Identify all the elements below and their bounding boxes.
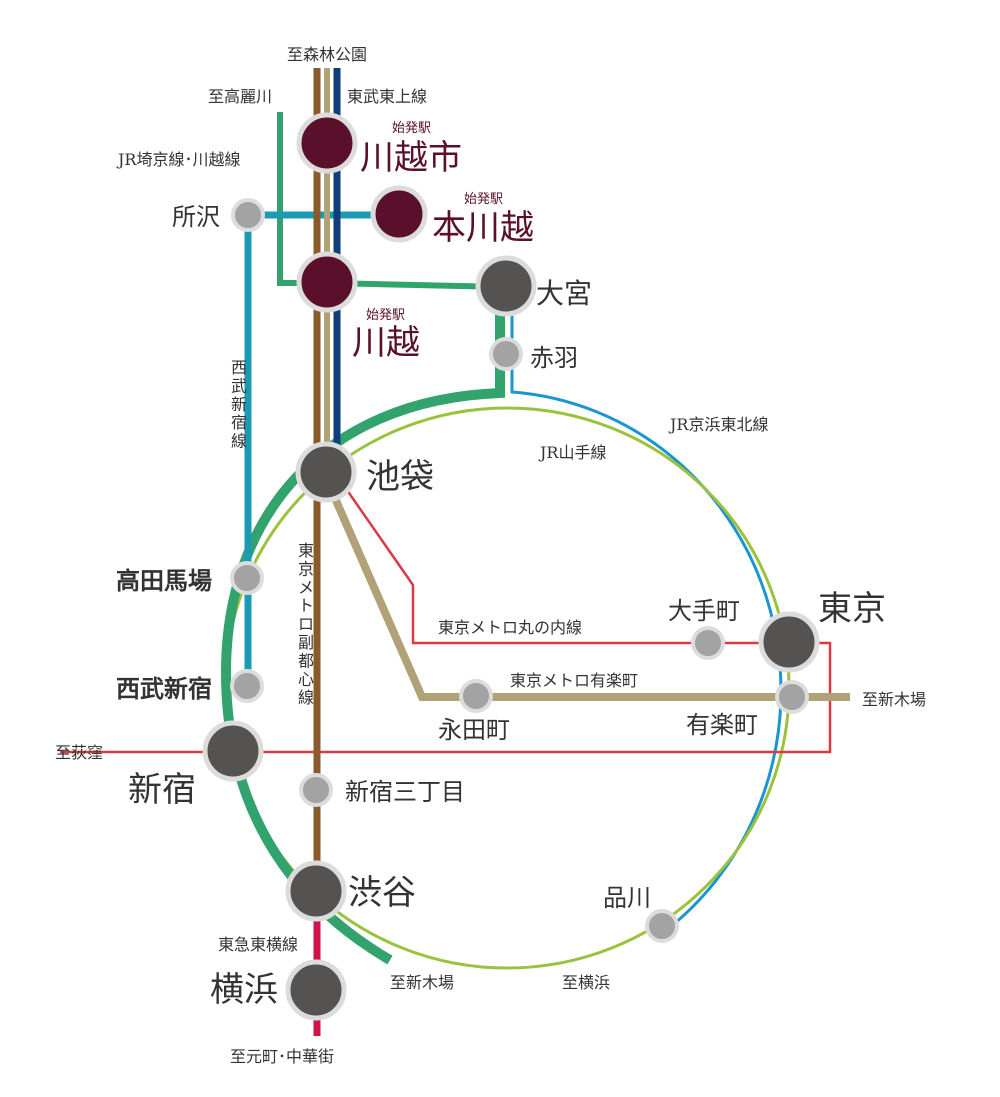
label-tokyo: 東京 <box>818 589 886 629</box>
label-tokorozawa: 所沢 <box>172 203 220 231</box>
line-label-toyoko: 東急東横線 <box>218 935 298 954</box>
dest-shinkiba-right: 至新木場 <box>862 690 926 709</box>
line-label-saikyo: JR埼京線･川越線 <box>116 150 240 169</box>
station-tokorozawa[interactable] <box>231 198 265 232</box>
station-yokohama[interactable] <box>285 959 347 1021</box>
dest-shinrin-koen: 至森林公園 <box>287 45 367 64</box>
line-label-tobu: 東武東上線 <box>347 87 427 106</box>
station-seibushinjuku[interactable] <box>230 669 264 703</box>
label-seibushinjuku: 西武新宿 <box>116 674 212 703</box>
station-kawagoe[interactable] <box>296 251 358 313</box>
dest-komagawa: 至高麗川 <box>208 87 272 106</box>
label-nagatacho: 永田町 <box>438 716 510 744</box>
station-shinjuku[interactable] <box>202 720 264 782</box>
seibu-line <box>244 211 395 688</box>
station-shinjukusanchome[interactable] <box>299 773 333 807</box>
station-nagatacho[interactable] <box>459 679 493 713</box>
dest-shinkiba-bottom: 至新木場 <box>390 973 454 992</box>
line-label-yurakucho: 東京メトロ有楽町 <box>510 671 638 690</box>
line-label-yamanote: JR山手線 <box>538 443 606 462</box>
dest-ogikubo: 至荻窪 <box>55 743 103 762</box>
label-kawagoe: 川越 <box>352 323 420 363</box>
origin-label-kawagoe: 始発駅 <box>366 308 405 323</box>
marunouchi-line <box>60 469 832 754</box>
label-otemachi: 大手町 <box>668 597 740 625</box>
label-akabane: 赤羽 <box>530 344 578 372</box>
station-omiya[interactable] <box>475 255 537 317</box>
label-shibuya: 渋谷 <box>348 873 416 913</box>
station-tokyo[interactable] <box>758 611 820 673</box>
origin-label-honkawagoe: 始発駅 <box>464 192 503 207</box>
label-kawagoeshi: 川越市 <box>360 138 462 178</box>
station-ikebukuro[interactable] <box>295 441 357 503</box>
label-honkawagoe: 本川越 <box>432 208 534 248</box>
dest-motomachi: 至元町･中華街 <box>230 1047 334 1066</box>
station-yurakucho[interactable] <box>775 680 809 714</box>
label-yurakucho: 有楽町 <box>686 711 758 739</box>
line-label-seibu: 西武新宿線 <box>231 358 247 451</box>
station-kawagoeshi[interactable] <box>296 112 358 174</box>
line-label-marunouchi: 東京メトロ丸の内線 <box>438 618 582 637</box>
station-shinagawa[interactable] <box>645 909 679 943</box>
line-label-fukutoshin: 東京メトロ副都心線 <box>298 541 314 707</box>
station-takadanobaba[interactable] <box>230 561 264 595</box>
label-shinagawa: 品川 <box>603 884 651 912</box>
label-shinjukusanchome: 新宿三丁目 <box>345 778 465 806</box>
line-label-keihintohoku: JR京浜東北線 <box>668 415 768 434</box>
dest-yokohama: 至横浜 <box>562 973 610 992</box>
origin-label-kawagoeshi: 始発駅 <box>392 121 431 136</box>
station-otemachi[interactable] <box>691 626 725 660</box>
label-ikebukuro: 池袋 <box>366 457 434 497</box>
yurakucho-line <box>323 478 850 701</box>
label-omiya: 大宮 <box>536 277 592 310</box>
station-shibuya[interactable] <box>285 860 347 922</box>
label-shinjuku: 新宿 <box>128 770 196 810</box>
label-yokohama: 横浜 <box>210 970 278 1010</box>
label-takadanobaba: 高田馬場 <box>116 566 212 595</box>
station-akabane[interactable] <box>489 337 523 371</box>
station-honkawagoe[interactable] <box>370 185 428 243</box>
